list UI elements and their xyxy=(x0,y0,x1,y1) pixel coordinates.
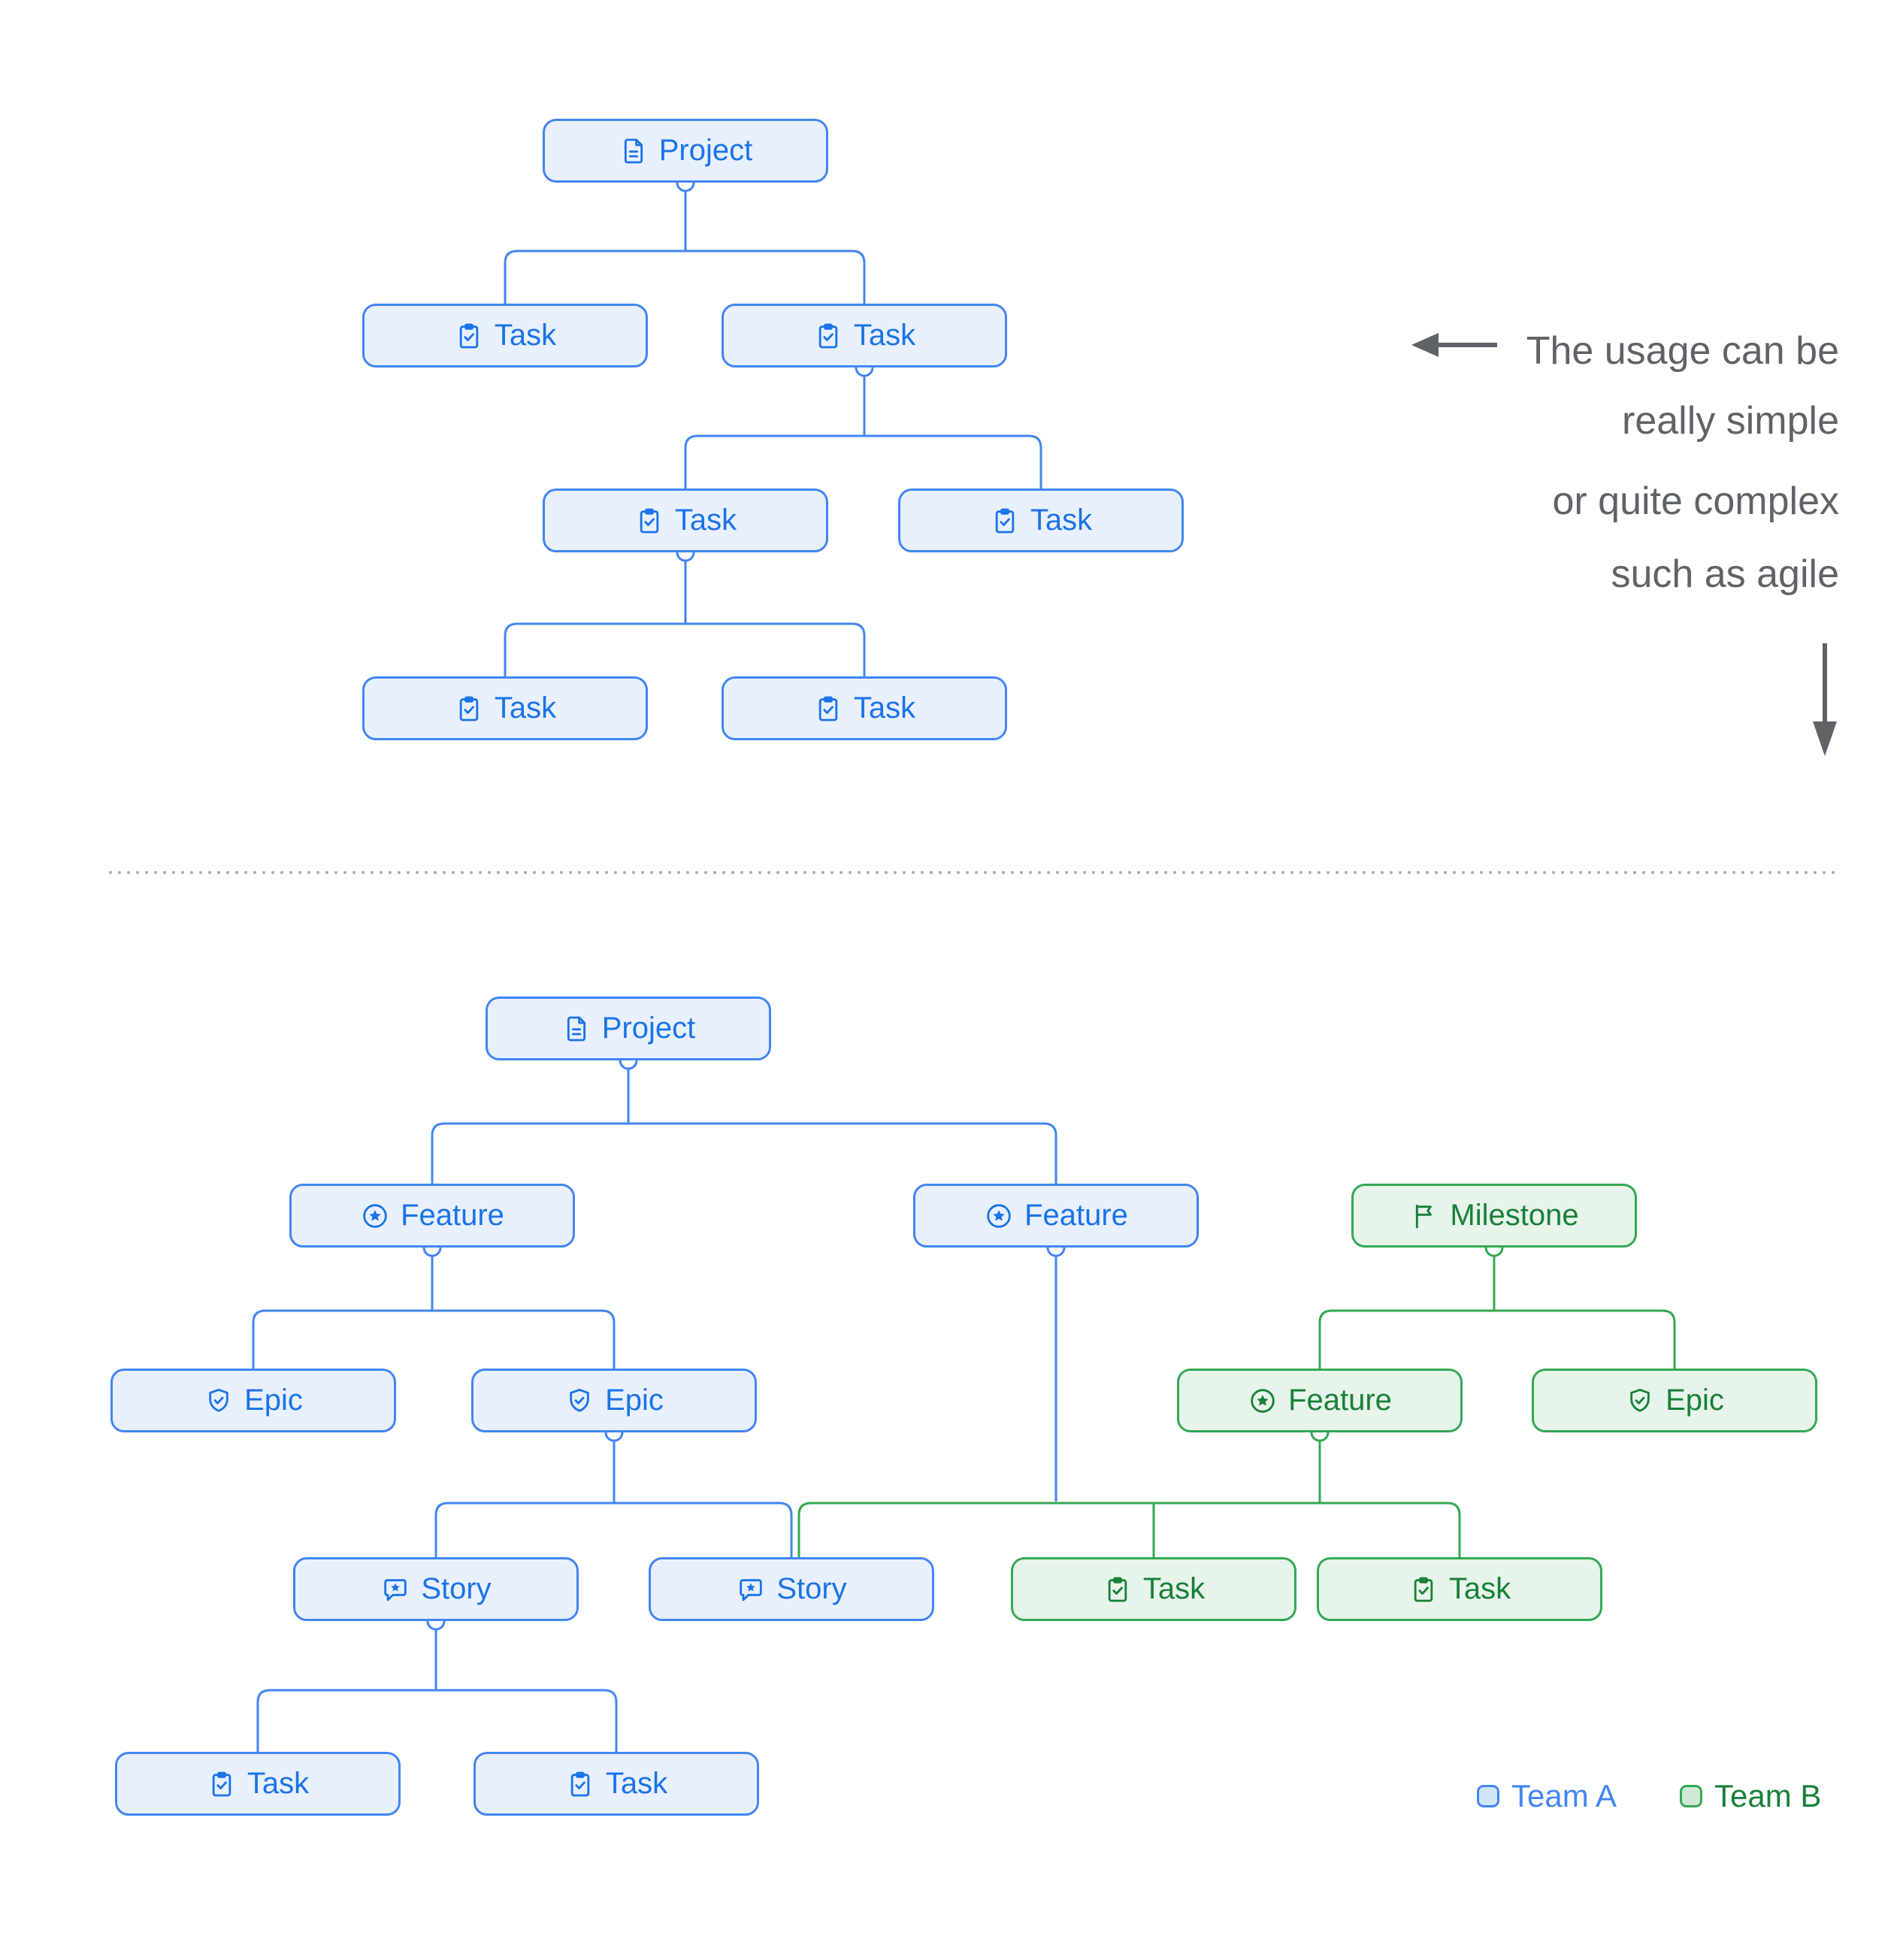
epic-shield-icon xyxy=(1625,1386,1655,1416)
node-label: Task xyxy=(674,504,737,537)
node-task: Task xyxy=(722,304,1007,368)
node-label: Epic xyxy=(244,1384,303,1417)
task-icon xyxy=(454,694,484,724)
node-task: Task xyxy=(362,676,648,740)
node-label: Epic xyxy=(605,1384,664,1417)
task-icon xyxy=(1408,1574,1439,1605)
node-feature: Feature xyxy=(1177,1369,1463,1432)
node-label: Feature xyxy=(1288,1384,1392,1417)
node-label: Project xyxy=(658,134,753,167)
left-arrow-icon xyxy=(1411,333,1497,357)
node-project: Project xyxy=(543,119,828,183)
node-label: Feature xyxy=(1024,1199,1128,1232)
team-a-swatch-icon xyxy=(1477,1785,1499,1807)
task-icon xyxy=(634,506,664,536)
epic-shield-icon xyxy=(204,1386,234,1416)
node-label: Task xyxy=(494,691,557,724)
document-icon xyxy=(561,1014,591,1044)
simple-tree-connectors xyxy=(504,183,1042,676)
node-task: Task xyxy=(1317,1557,1602,1621)
team-b-swatch-icon xyxy=(1680,1785,1702,1807)
task-icon xyxy=(207,1769,237,1799)
node-task: Task xyxy=(115,1752,401,1816)
annotation-line: The usage can be xyxy=(1526,329,1839,373)
node-feature: Feature xyxy=(289,1184,575,1248)
node-label: Story xyxy=(776,1572,847,1605)
task-icon xyxy=(1103,1574,1133,1605)
task-icon xyxy=(813,694,843,724)
annotation-line: such as agile xyxy=(1611,552,1839,596)
feature-icon xyxy=(360,1201,390,1231)
story-chat-star-icon xyxy=(736,1574,766,1605)
annotation-line: really simple xyxy=(1622,399,1839,443)
node-task: Task xyxy=(362,304,648,368)
legend-item-team-b: Team B xyxy=(1680,1778,1821,1813)
document-icon xyxy=(619,136,649,166)
node-label: Project xyxy=(601,1012,696,1045)
node-label: Story xyxy=(421,1572,492,1605)
node-label: Task xyxy=(247,1767,310,1800)
task-icon xyxy=(565,1769,595,1799)
node-label: Task xyxy=(1448,1572,1511,1605)
complex-tree-connectors-team-a xyxy=(252,1060,1057,1752)
annotation-line: or quite complex xyxy=(1552,479,1839,523)
node-project: Project xyxy=(486,997,771,1060)
node-story: Story xyxy=(649,1557,934,1621)
legend-label: Team B xyxy=(1714,1778,1822,1813)
node-feature: Feature xyxy=(913,1184,1199,1248)
node-label: Task xyxy=(1030,504,1093,537)
node-task: Task xyxy=(722,676,1007,740)
complex-tree-connectors-team-b xyxy=(797,1248,1676,1557)
node-milestone: Milestone xyxy=(1351,1184,1637,1248)
node-epic: Epic xyxy=(110,1369,396,1432)
legend-item-team-a: Team A xyxy=(1477,1778,1617,1813)
node-label: Task xyxy=(853,691,916,724)
node-task: Task xyxy=(898,488,1184,552)
node-epic: Epic xyxy=(471,1369,757,1432)
node-label: Task xyxy=(605,1767,668,1800)
node-task: Task xyxy=(1011,1557,1296,1621)
task-icon xyxy=(990,506,1020,536)
node-label: Task xyxy=(1142,1572,1206,1605)
feature-icon xyxy=(984,1201,1014,1231)
epic-shield-icon xyxy=(564,1386,594,1416)
node-task: Task xyxy=(473,1752,759,1816)
task-icon xyxy=(813,321,843,351)
milestone-flag-icon xyxy=(1409,1201,1439,1231)
node-story: Story xyxy=(293,1557,579,1621)
legend-label: Team A xyxy=(1511,1778,1617,1813)
node-label: Task xyxy=(853,319,916,352)
task-icon xyxy=(454,321,484,351)
story-chat-star-icon xyxy=(380,1574,410,1605)
node-label: Milestone xyxy=(1450,1199,1579,1232)
node-label: Epic xyxy=(1666,1384,1724,1417)
node-epic: Epic xyxy=(1532,1369,1817,1432)
node-label: Feature xyxy=(401,1199,504,1232)
node-task: Task xyxy=(543,488,828,552)
down-arrow-icon xyxy=(1813,643,1837,756)
feature-icon xyxy=(1248,1386,1278,1416)
node-label: Task xyxy=(494,319,557,352)
